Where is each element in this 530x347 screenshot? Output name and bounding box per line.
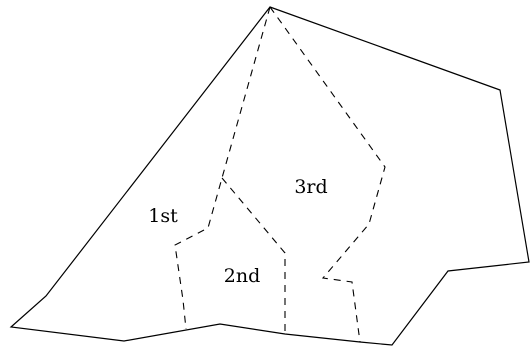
divider-left bbox=[174, 6, 271, 330]
region-label-2nd: 2nd bbox=[224, 265, 261, 287]
region-label-1st: 1st bbox=[148, 205, 178, 227]
outer-boundary bbox=[9, 6, 530, 346]
region-label-3rd: 3rd bbox=[294, 176, 327, 198]
divider-right bbox=[269, 6, 386, 343]
divider-middle bbox=[221, 177, 286, 334]
